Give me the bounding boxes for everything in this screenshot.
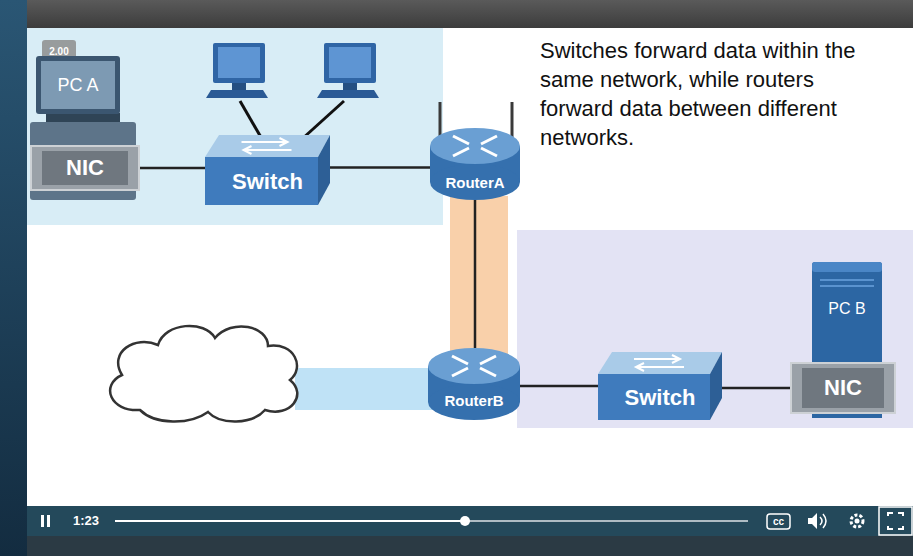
pc-icon: [317, 43, 379, 98]
pc-tower: PC B: [812, 262, 882, 360]
control-bar: [27, 506, 913, 536]
node-label: PC B: [828, 300, 865, 318]
slide-caption: Switches forward data within the same ne…: [540, 36, 890, 152]
captions-icon: [767, 514, 790, 529]
link-band: [450, 196, 508, 362]
text-holder: Switch: [598, 375, 722, 420]
node-label: NIC: [66, 155, 104, 180]
network-link: [474, 200, 477, 348]
cable: [240, 101, 262, 139]
network-link: [140, 167, 205, 170]
link-band: [295, 368, 435, 410]
fullscreen-icon: [888, 513, 903, 529]
router-arrows: [453, 136, 497, 156]
monitor-stand: [46, 113, 120, 122]
text-holder: PC A: [36, 56, 120, 114]
network-region: [517, 230, 913, 428]
volume-icon: [808, 513, 817, 529]
text-holder: PC B: [812, 296, 882, 322]
router-arrows: [452, 356, 496, 376]
tower-vent: [820, 285, 874, 287]
node-label: Switch: [232, 169, 303, 194]
network-link: [330, 166, 430, 169]
settings-icon: [851, 515, 863, 527]
switch-icon: Switch: [205, 135, 330, 205]
switch-top: [598, 352, 722, 374]
slide: [27, 28, 913, 506]
card-body: [791, 363, 895, 413]
pc-icon: [206, 43, 268, 98]
node-label: PC A: [57, 75, 98, 96]
captions-text: cc: [767, 514, 790, 529]
text-holder: NIC: [790, 362, 896, 414]
switch-top: [205, 135, 330, 157]
switch-arrows: [634, 355, 684, 371]
monitor-bezel: [36, 56, 120, 114]
cloud-symbol: [110, 326, 297, 422]
pc-screen: PC A: [36, 56, 120, 114]
left-strip: [0, 0, 27, 556]
fullscreen-button: [879, 507, 912, 535]
top-bar: [0, 0, 913, 28]
network-link: [520, 385, 598, 388]
text-holder: RouterA: [430, 170, 520, 196]
router-icon: RouterA: [430, 128, 520, 200]
network-region: [27, 28, 443, 225]
node-label: NIC: [824, 375, 862, 400]
tower-vent: [820, 279, 874, 281]
text-holder: RouterB: [428, 388, 520, 414]
switch-side: [318, 135, 330, 205]
cable: [302, 101, 344, 139]
time-stamp: 1:23: [73, 513, 99, 528]
tower-top: [812, 262, 882, 272]
card-label: [42, 151, 128, 185]
settings-icon: [855, 519, 860, 524]
node-label: RouterA: [445, 174, 504, 191]
switch-side: [710, 352, 722, 420]
switch-front: [598, 374, 710, 420]
volume-icon: [820, 514, 826, 528]
network-link: [722, 387, 790, 390]
switch-arrows: [242, 138, 292, 154]
router-icon: RouterB: [428, 348, 520, 420]
router-base: [428, 384, 520, 420]
node-label: RouterB: [444, 392, 503, 409]
switch-front: [205, 157, 318, 205]
nic-card: NIC: [30, 145, 140, 191]
router-top: [428, 348, 520, 384]
router-top: [430, 128, 520, 164]
tower-body: [812, 262, 882, 360]
pause-icon: [41, 515, 44, 527]
card-body: [31, 146, 139, 190]
nic-card: NIC: [790, 362, 896, 414]
speed-value: 2.00: [42, 40, 76, 62]
switch-icon: Switch: [598, 352, 722, 420]
text-holder: NIC: [30, 145, 140, 191]
node-label: Switch: [625, 385, 696, 410]
card-label: [802, 368, 884, 408]
progress-fill: [115, 520, 465, 522]
text-holder: Switch: [205, 158, 330, 205]
router-base: [430, 164, 520, 200]
progress-thumb: [460, 516, 470, 526]
monitor-screen: [41, 61, 115, 109]
pause-icon: [47, 515, 50, 527]
progress-track: [115, 520, 748, 522]
